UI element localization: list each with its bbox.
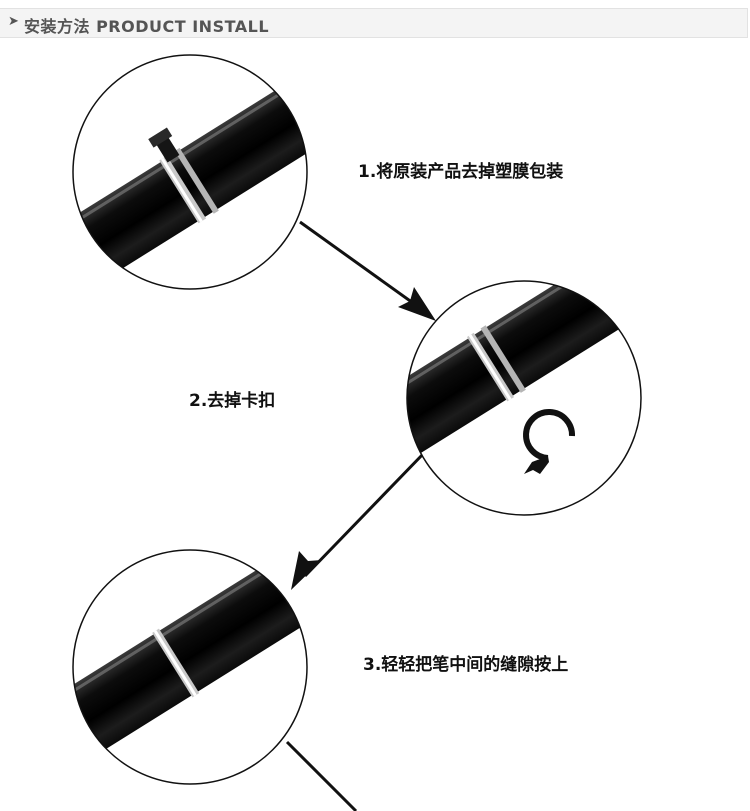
clip-image	[523, 409, 576, 474]
pen-image-step-1	[72, 54, 308, 290]
section-title: 安装方法 PRODUCT INSTALL	[24, 17, 270, 36]
section-header: ➤ 安装方法 PRODUCT INSTALL	[0, 8, 748, 38]
connector-arrow-2	[291, 450, 427, 590]
arrow-right-icon: ➤	[8, 14, 19, 29]
step-2-label: 2.去掉卡扣	[189, 391, 276, 411]
connector-arrow-3	[285, 740, 358, 811]
step-3-label: 3.轻轻把笔中间的缝隙按上	[363, 655, 569, 675]
connector-arrow-1	[299, 220, 436, 321]
pen-image-step-3	[72, 549, 308, 785]
pen-image-step-2	[406, 280, 642, 516]
step-1-label: 1.将原装产品去掉塑膜包装	[358, 162, 564, 182]
